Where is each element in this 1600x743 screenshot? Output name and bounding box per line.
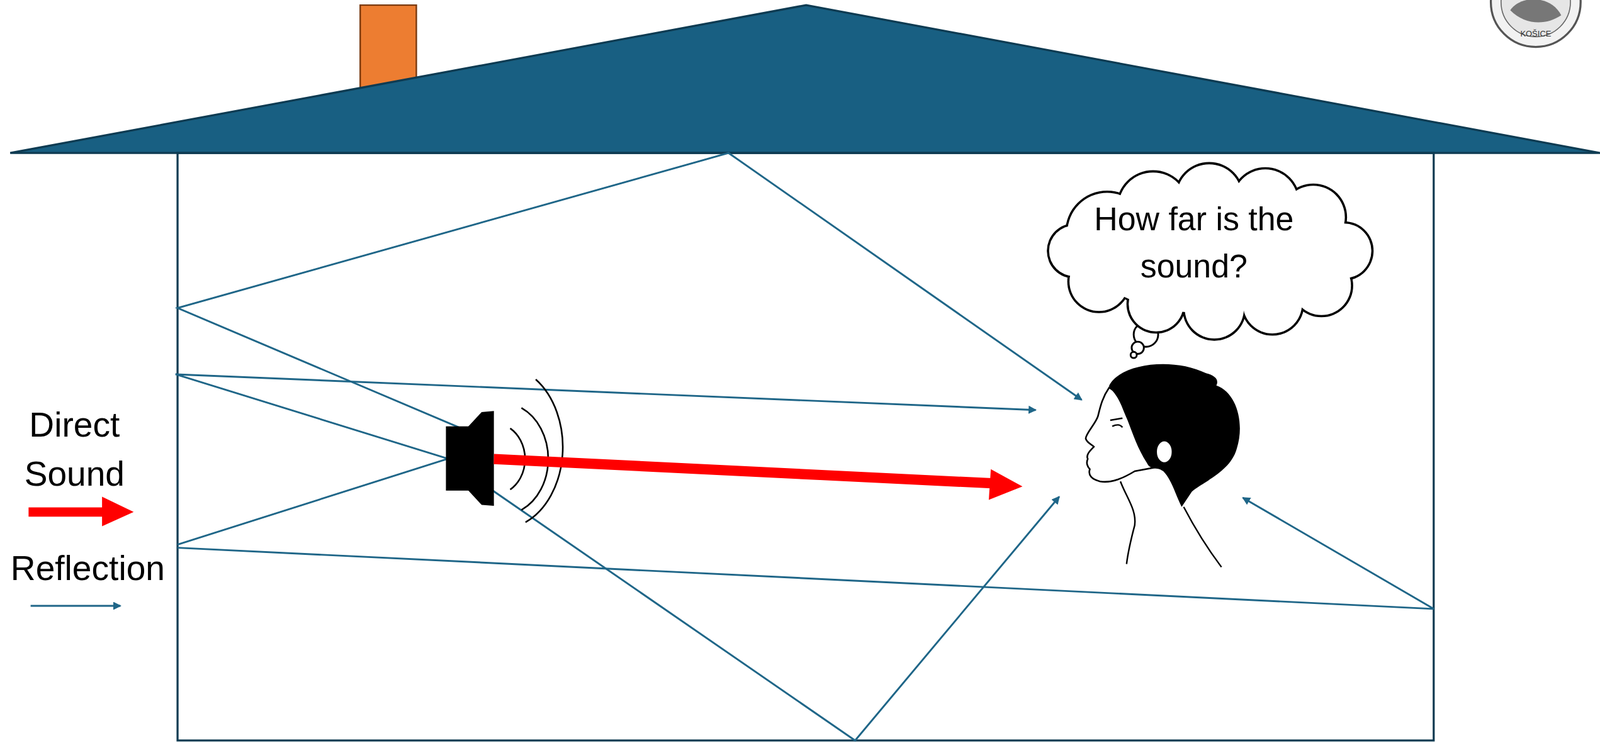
- thought-cloud: How far is the sound?: [1036, 161, 1373, 335]
- cloud-text: How far is the sound?: [1036, 161, 1373, 335]
- seal-text: KOŠICE: [1499, 30, 1572, 40]
- roof: [10, 5, 1600, 153]
- room-wall: [177, 152, 1434, 741]
- legend-direct-sample: [28, 497, 134, 527]
- reflection-paths: [175, 152, 1434, 741]
- chimney: [360, 5, 417, 89]
- legend-text: Reflection: [0, 545, 182, 594]
- legend-text: Direct Sound: [11, 400, 137, 498]
- direct-sound-arrow: [494, 459, 1023, 501]
- legend-reflection-sample: [30, 605, 121, 608]
- university-seal: [1491, 0, 1582, 48]
- cloud-question: How far is the sound?: [1092, 195, 1296, 291]
- listener-head: [1085, 364, 1240, 568]
- loudspeaker: [445, 379, 563, 523]
